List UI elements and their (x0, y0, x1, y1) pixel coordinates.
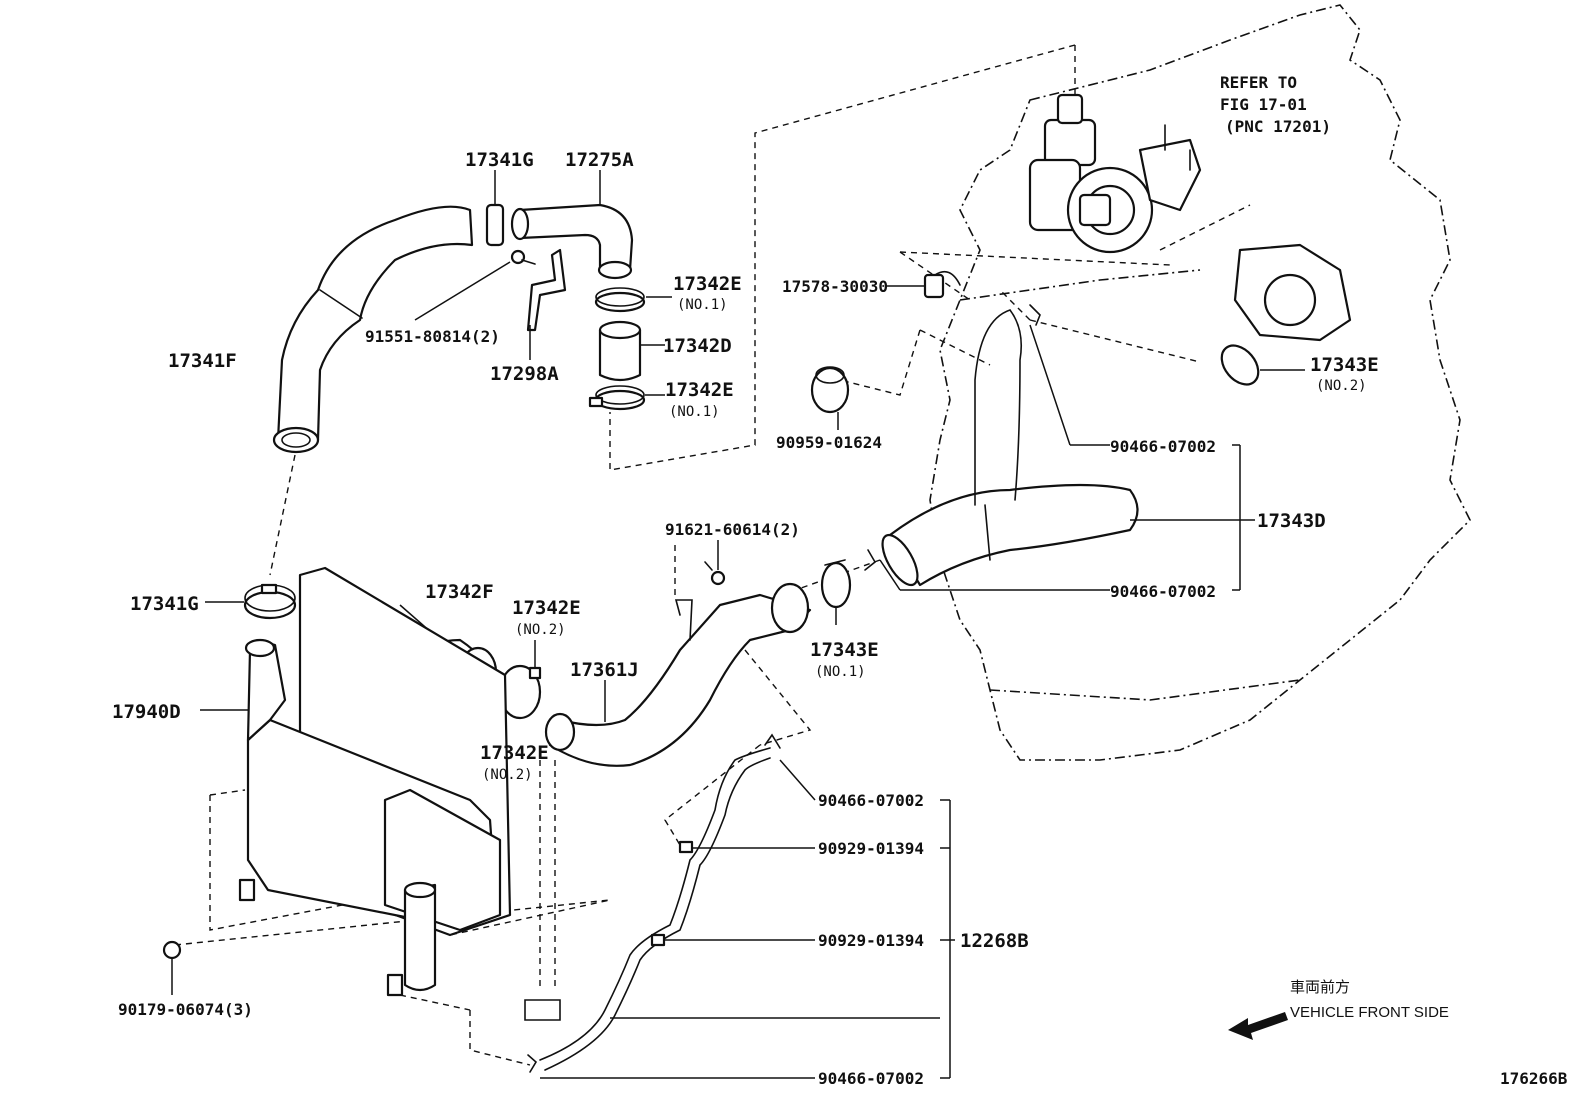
label-17343e-low: 17343E (810, 639, 879, 661)
clip-90959 (810, 366, 850, 430)
bolt-91551 (414, 249, 536, 321)
label-90959: 90959-01624 (776, 433, 882, 452)
intercooler-17940d (200, 566, 512, 997)
label-90929-a: 90929-01394 (818, 839, 924, 858)
label-17343e-low-sub: (NO.1) (815, 664, 866, 680)
labels: REFER TO FIG 17-01 (PNC 17201) 17341G 17… (112, 73, 1568, 1088)
assembly-lines (174, 44, 1251, 1066)
hose-17342d (598, 320, 665, 382)
clamp-17341g-top (485, 170, 505, 247)
label-17361j: 17361J (570, 659, 639, 681)
label-17343d: 17343D (1257, 510, 1326, 532)
label-17578: 17578-30030 (782, 277, 888, 296)
label-91621: 91621-60614(2) (665, 520, 800, 539)
hose-17343d (879, 309, 1240, 591)
turbocharger (1028, 93, 1352, 342)
label-17343e-right-sub: (NO.2) (1316, 378, 1367, 394)
sensor-17578 (885, 270, 961, 299)
label-90466-b: 90466-07002 (1110, 582, 1216, 601)
label-17341g-top: 17341G (465, 149, 534, 171)
engine-outline (929, 4, 1471, 761)
label-91551: 91551-80814(2) (365, 327, 500, 346)
clamp-17342e-no1-top (594, 287, 672, 313)
label-17275a: 17275A (565, 149, 634, 171)
label-17342e-top: 17342E (673, 273, 742, 295)
label-pnc-ref: (PNC 17201) (1225, 117, 1331, 136)
clamp-17341g-low (205, 583, 297, 620)
label-90466-c: 90466-07002 (818, 791, 924, 810)
label-12268b: 12268B (960, 930, 1029, 952)
label-17298a: 17298A (490, 363, 559, 385)
hose-17341f (272, 205, 474, 454)
label-vehicle-jp: 車両前方 (1290, 979, 1350, 996)
label-17341g-low: 17341G (130, 593, 199, 615)
label-fig-ref: FIG 17-01 (1220, 95, 1307, 114)
label-17342f: 17342F (425, 581, 494, 603)
label-90466-a: 90466-07002 (1110, 437, 1216, 456)
pipe-17275a (510, 170, 634, 280)
clamp-17342e-no1-mid (588, 385, 665, 411)
clamp-17343e-no1-low (820, 559, 852, 625)
front-arrow-icon (1228, 1012, 1288, 1040)
label-17342d: 17342D (663, 335, 732, 357)
label-17342e-mid: 17342E (665, 379, 734, 401)
clamp-17343e-no2-right (1220, 344, 1305, 386)
lower-duct (524, 999, 561, 1021)
label-17940d: 17940D (112, 701, 181, 723)
label-fig-id: 176266B (1500, 1069, 1568, 1088)
bracket-17298a (526, 248, 567, 360)
label-17342e-no2b: 17342E (480, 742, 549, 764)
label-90929-b: 90929-01394 (818, 931, 924, 950)
label-vehicle-en: VEHICLE FRONT SIDE (1290, 1004, 1449, 1021)
label-17342e-top-sub: (NO.1) (677, 297, 728, 313)
pipe-17361j (544, 582, 812, 767)
label-90466-d: 90466-07002 (818, 1069, 924, 1088)
label-17342e-mid-sub: (NO.1) (669, 404, 720, 420)
label-17342e-no2a-sub: (NO.2) (515, 622, 566, 638)
clip-90466-upper (864, 304, 1041, 571)
bolt-91621 (704, 540, 726, 586)
label-17341f: 17341F (168, 350, 237, 372)
hose-12268b (527, 733, 955, 1079)
label-90179: 90179-06074(3) (118, 1000, 253, 1019)
leader-17343d-group (1232, 444, 1255, 591)
bolt-90179 (162, 940, 182, 995)
label-refer-to: REFER TO (1220, 73, 1297, 92)
label-17343e-right: 17343E (1310, 354, 1379, 376)
label-17342e-no2b-sub: (NO.2) (482, 767, 533, 783)
label-17342e-no2a: 17342E (512, 597, 581, 619)
